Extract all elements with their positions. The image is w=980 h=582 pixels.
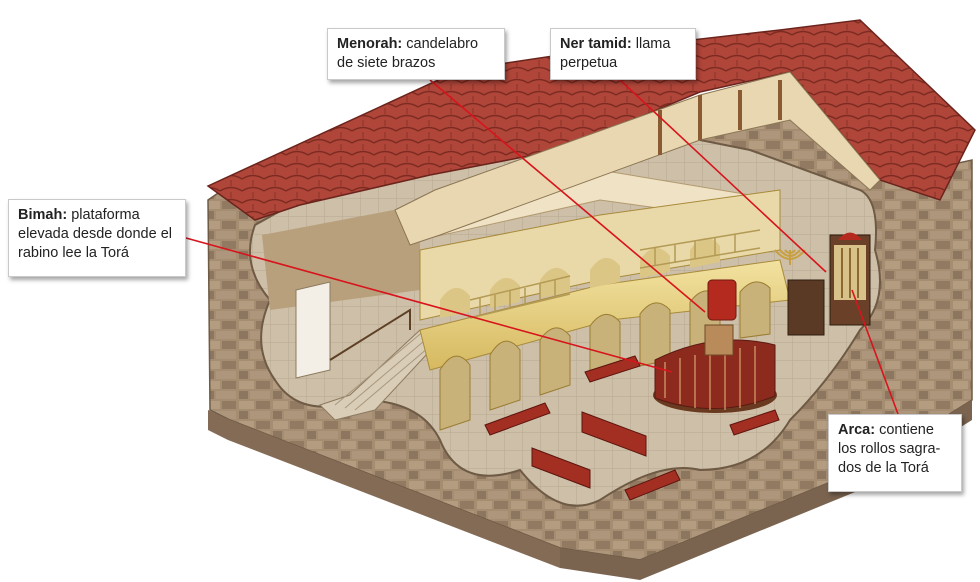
- callout-description: plataforma elevada desde donde el rabino…: [18, 207, 172, 261]
- callout-term: Menorah:: [337, 36, 403, 52]
- callout-bimah: Bimah: plataforma elevada desde donde el…: [8, 199, 186, 277]
- ark: [787, 232, 871, 336]
- menorah: [774, 249, 806, 265]
- leader-line-ner-tamid: [619, 79, 827, 273]
- leader-line-menorah: [429, 79, 706, 313]
- callout-menorah: Menorah: candelabro de siete brazos: [327, 28, 505, 80]
- callout-description: candelabro de siete brazos: [337, 36, 479, 71]
- callout-arca: Arca: contiene los rollos sagra- dos de …: [828, 414, 962, 492]
- leader-line-arca: [851, 289, 899, 415]
- leader-lines: [185, 79, 899, 415]
- callout-term: Arca:: [838, 422, 876, 438]
- callout-description: llama perpetua: [560, 36, 671, 71]
- callout-term: Bimah:: [18, 207, 68, 223]
- callout-term: Ner tamid:: [560, 36, 632, 52]
- callout-description: contiene los rollos sagra- dos de la Tor…: [838, 422, 941, 476]
- benches: [484, 355, 780, 501]
- leader-line-bimah: [185, 237, 673, 373]
- callout-ner-tamid: Ner tamid: llama perpetua: [550, 28, 696, 80]
- roof: [206, 19, 976, 246]
- bimah-platform: [653, 279, 777, 413]
- arcade: [419, 189, 791, 431]
